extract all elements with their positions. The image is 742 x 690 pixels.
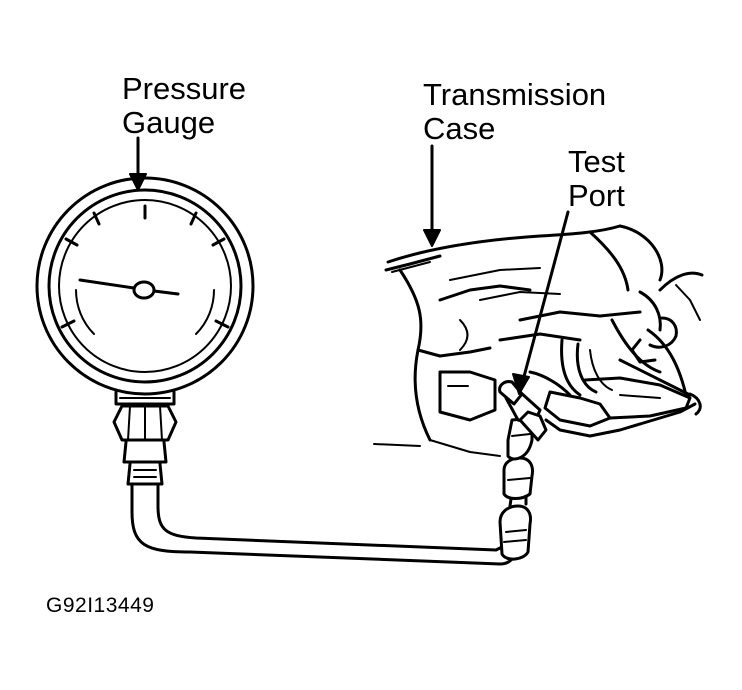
port-arrow: [512, 210, 570, 395]
test-port-label-line1: Test: [568, 144, 625, 179]
transmission-case-label-line1: Transmission: [423, 77, 607, 112]
transmission-case-label-line2: Case: [423, 111, 496, 146]
figure-id: G92I13449: [46, 594, 155, 617]
transmission-case-label: Transmission Case: [423, 78, 606, 146]
test-port-label-line2: Port: [568, 178, 625, 213]
pressure-gauge: [35, 176, 255, 486]
pressure-gauge-label-line1: Pressure: [122, 71, 247, 106]
gauge-arrow: [129, 136, 147, 191]
pressure-gauge-label: Pressure Gauge: [122, 72, 246, 140]
test-port-label: Test Port: [568, 145, 625, 213]
test-port-fitting: [498, 380, 548, 561]
hose: [130, 484, 518, 566]
case-arrow: [423, 144, 441, 247]
pressure-gauge-label-line2: Gauge: [122, 105, 216, 140]
